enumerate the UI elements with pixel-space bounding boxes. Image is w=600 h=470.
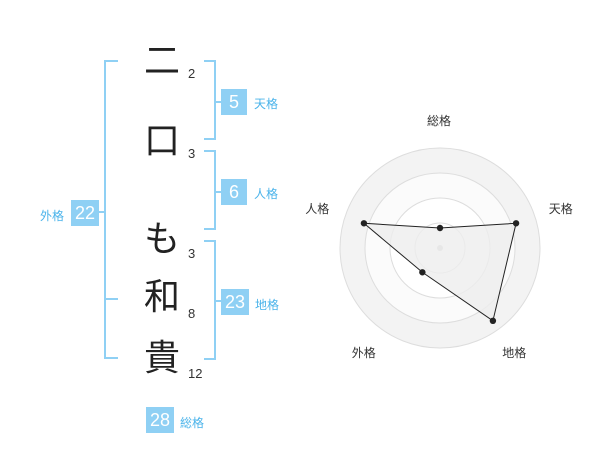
radar-chart	[339, 147, 541, 349]
name-char-1: 二	[143, 41, 180, 82]
radar-point-2	[489, 317, 497, 325]
radar-point-4	[360, 220, 368, 227]
stroke-count-3: 3	[188, 246, 196, 261]
jinkaku-value-box: 6	[221, 179, 247, 205]
stroke-count-2: 3	[188, 146, 196, 161]
radar-point-3	[419, 269, 426, 276]
stroke-count-4: 8	[188, 306, 196, 321]
gaikaku-value-box: 22	[71, 200, 99, 226]
tenkaku-label: 天格	[254, 97, 279, 111]
radar-axis-label-2: 地格	[502, 345, 527, 360]
radar-points	[360, 220, 520, 325]
radar-axis-label-4: 人格	[305, 202, 330, 217]
name-char-5: 貴	[143, 338, 180, 379]
chikaku-label: 地格	[255, 298, 280, 312]
radar-series-polygon	[362, 222, 517, 322]
radar-point-0	[436, 224, 444, 232]
radar-point-1	[512, 220, 520, 227]
soukaku-value-box: 28	[146, 407, 174, 433]
gaikaku-label: 外格	[40, 209, 65, 223]
stroke-count-5: 12	[188, 366, 203, 381]
radar-axis-label-0: 総格	[427, 114, 452, 128]
jinkaku-label: 人格	[254, 187, 279, 201]
name-char-3: も	[143, 219, 180, 260]
name-char-2: 口	[143, 121, 180, 162]
chikaku-value-box: 23	[221, 289, 249, 315]
soukaku-label: 総格	[180, 416, 205, 430]
stroke-count-1: 2	[188, 66, 196, 81]
tenkaku-value-box: 5	[221, 89, 247, 115]
radar-axis-label-1: 天格	[548, 202, 573, 217]
radar-axis-label-3: 外格	[351, 345, 376, 360]
name-char-4: 和	[143, 277, 180, 318]
